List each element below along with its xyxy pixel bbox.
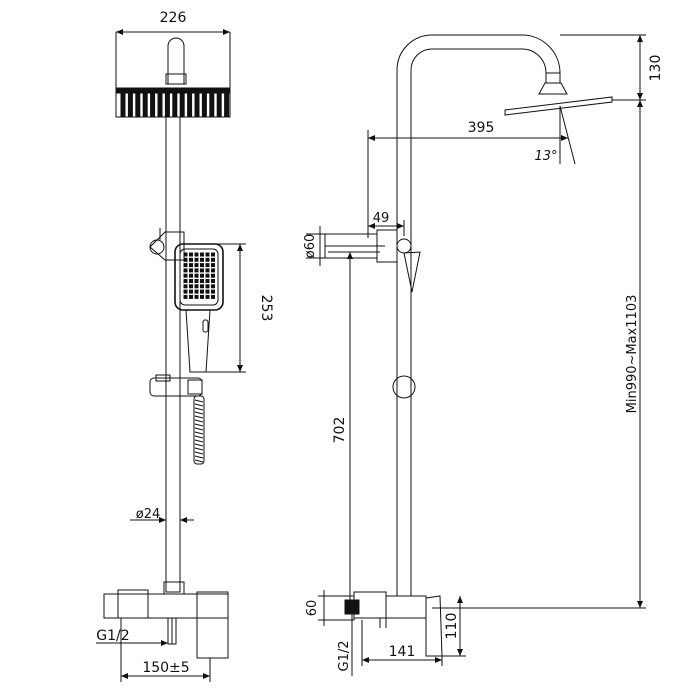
dim-holder-diameter: ø60 <box>303 234 318 259</box>
front-view: 226 253 ø24 G1/2 150±5 <box>96 10 274 682</box>
side-dimensions: 130 395 13° 49 ø60 702 Min990~Max1103 <box>303 34 664 676</box>
dim-head-width: 226 <box>160 10 187 26</box>
dim-inlet-spacing: 150±5 <box>142 660 189 676</box>
side-knob <box>392 375 416 399</box>
dim-inlet-thread-front: G1/2 <box>96 628 129 644</box>
front-hose-holder <box>149 374 203 397</box>
dim-mixer-height: 110 <box>444 613 460 640</box>
front-slider-bracket <box>149 228 185 261</box>
hand-shower-nozzles <box>183 252 215 299</box>
dim-holder-height: 702 <box>332 417 348 444</box>
dim-head-drop: 130 <box>648 55 664 82</box>
side-view: 130 395 13° 49 ø60 702 Min990~Max1103 <box>303 34 664 676</box>
dim-handshower-height: 253 <box>258 295 274 322</box>
dim-rail-diameter: ø24 <box>136 507 161 522</box>
head-nozzle-slots <box>120 92 230 118</box>
front-mixer <box>103 581 229 659</box>
front-hose <box>193 395 205 465</box>
dim-arm-reach: 395 <box>468 120 495 136</box>
dim-total-height: Min990~Max1103 <box>625 295 640 414</box>
dim-head-angle: 13° <box>534 149 557 164</box>
dim-inlet-thread-side: G1/2 <box>337 641 352 672</box>
side-rail-outer <box>396 34 561 596</box>
side-rail-inner <box>410 48 547 596</box>
side-shower-head <box>504 72 613 165</box>
front-hand-shower <box>174 243 224 373</box>
dim-mixer-width: 141 <box>389 644 416 660</box>
side-slider <box>324 229 421 293</box>
front-rail <box>165 116 181 593</box>
dim-mixer-depth: 60 <box>305 600 320 617</box>
dim-holder-offset: 49 <box>373 211 390 226</box>
front-dimensions: 226 253 ø24 G1/2 150±5 <box>96 10 274 682</box>
front-shower-head <box>115 32 231 118</box>
